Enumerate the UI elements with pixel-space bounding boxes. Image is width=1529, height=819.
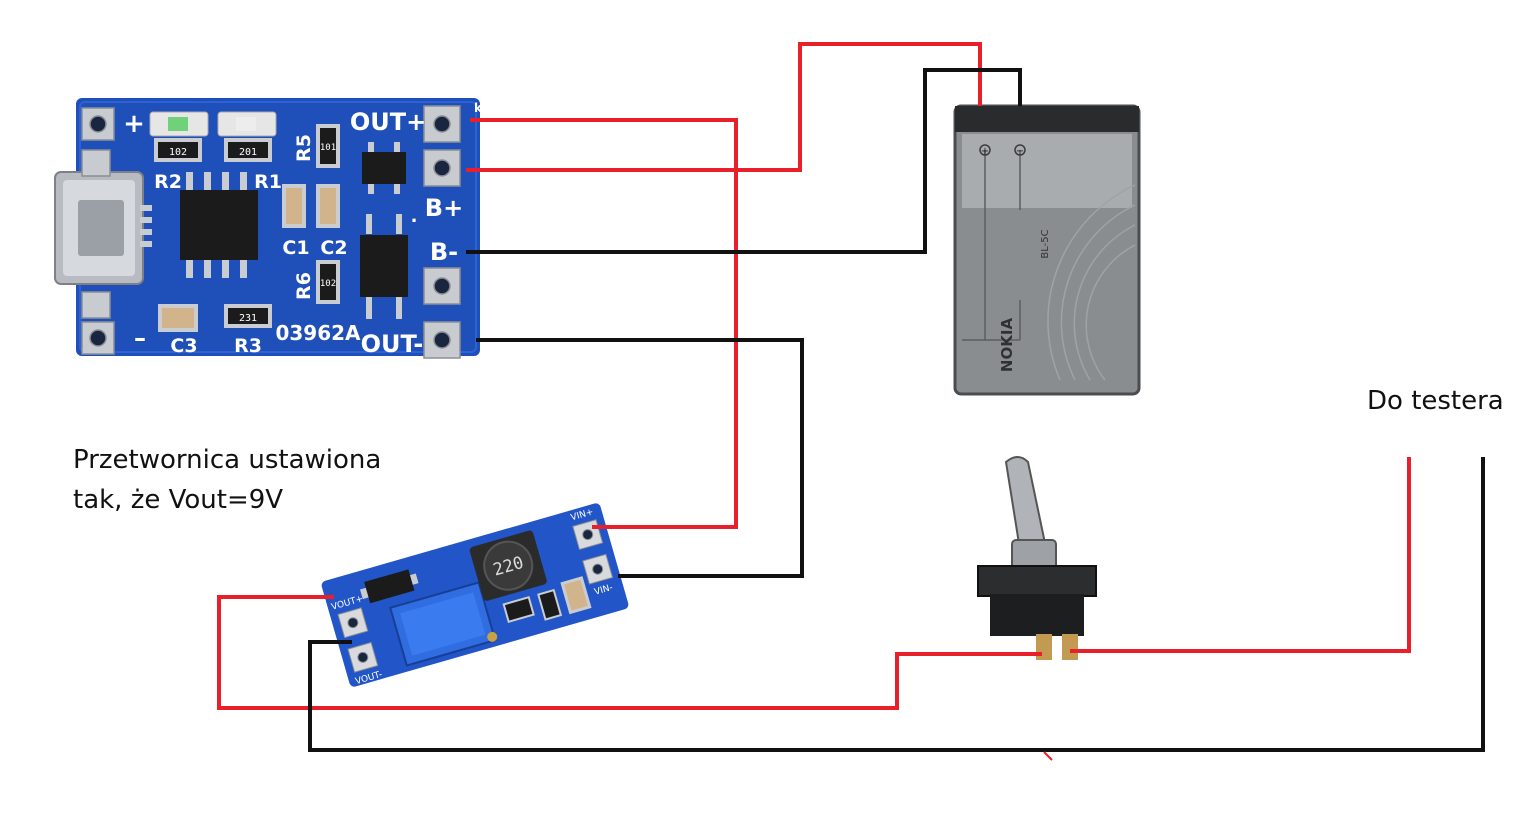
label-c2: C2 xyxy=(320,237,347,259)
smd-101-label: 101 xyxy=(320,143,336,153)
label-c1: C1 xyxy=(282,237,309,259)
board-code: 03962A xyxy=(275,321,361,345)
tester-label: Do testera xyxy=(1367,386,1504,416)
battery-plus-symbol: + xyxy=(981,146,989,157)
wire-out-minus-to-vin-minus xyxy=(476,338,804,578)
label-r2: R2 xyxy=(154,171,182,193)
label-r5: R5 xyxy=(293,134,315,162)
wire-out-plus-to-vin-plus xyxy=(470,118,738,529)
wires xyxy=(217,42,1485,761)
battery-model: BL-5C xyxy=(1040,229,1051,258)
charger-ic xyxy=(180,172,258,278)
pin-label-b-minus: B- xyxy=(430,238,458,266)
toggle-switch xyxy=(977,456,1097,660)
charger-plus-sign: + xyxy=(123,109,145,139)
battery-brand: NOKIA xyxy=(998,318,1016,373)
charger-pads xyxy=(81,105,461,359)
protection-ic xyxy=(360,142,408,319)
status-leds xyxy=(149,111,277,137)
dot-mark: . xyxy=(411,206,418,227)
battery-minus-symbol: − xyxy=(1016,146,1024,157)
converter-note-line2: tak, że Vout=9V xyxy=(73,485,284,515)
pin-label-b-plus: B+ xyxy=(425,194,463,222)
smd-201-label: 201 xyxy=(239,147,257,158)
smd-capacitors xyxy=(158,184,340,332)
label-r3: R3 xyxy=(234,335,262,357)
wire-vout-minus-to-tester-minus xyxy=(308,457,1485,752)
smd-resistors: 102 201 231 101 102 xyxy=(154,124,340,328)
smd-102b-label: 102 xyxy=(320,279,336,289)
boost-converter: 220 VOUT+ VOUT- VIN+ VIN- xyxy=(321,503,629,687)
pin-label-vin-minus: VIN- xyxy=(593,583,614,598)
wire-battery-minus-to-b-minus xyxy=(466,68,1022,254)
wire-b-plus-to-battery-plus xyxy=(466,42,982,172)
pin-label-out-minus: OUT- xyxy=(361,330,424,358)
label-r6: R6 xyxy=(293,272,315,300)
battery: + − BL-5C NOKIA xyxy=(953,104,1141,396)
label-r1: R1 xyxy=(254,171,282,193)
charger-minus-sign: – xyxy=(134,324,146,352)
pin-label-out-plus: OUT+ xyxy=(350,108,426,136)
wire-switch-to-tester-plus xyxy=(1070,457,1411,653)
converter-note-line1: Przetwornica ustawiona xyxy=(73,445,382,475)
smd-231-label: 231 xyxy=(239,313,257,324)
smd-102a-label: 102 xyxy=(169,147,187,158)
label-c3: C3 xyxy=(170,335,197,357)
charger-module: 102 201 231 101 102 + – R2 R1 R3 R5 R6 C… xyxy=(54,98,483,359)
micro-usb-connector xyxy=(54,171,152,285)
corner-mark: k xyxy=(474,101,483,115)
wire-vout-plus-to-switch xyxy=(217,595,1042,710)
